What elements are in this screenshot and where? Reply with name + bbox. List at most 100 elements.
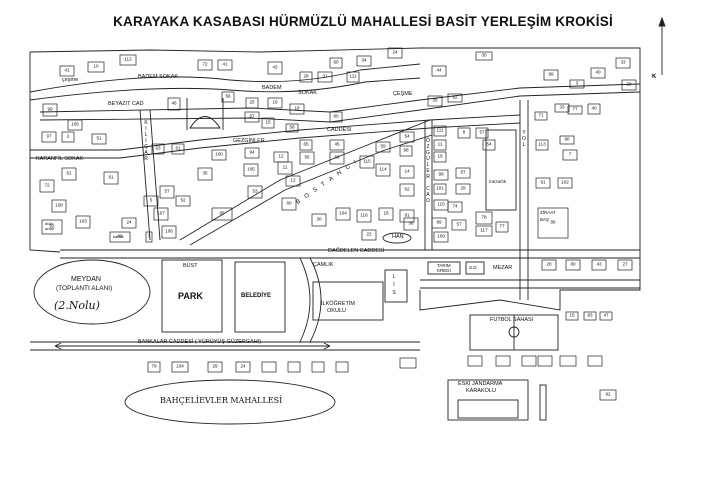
house-number: 86 (550, 219, 556, 225)
kahve-label: kahve (113, 234, 124, 239)
jandarma-label-2: KARAKOLU (466, 388, 496, 394)
house-number: 44 (436, 67, 442, 73)
house-number: 7 (147, 233, 151, 239)
house-number: 20 (626, 81, 632, 87)
house-number: 60 (286, 200, 292, 206)
park-block (161, 259, 223, 333)
district-boundary-left (29, 52, 61, 253)
house-number: 57 (249, 113, 255, 119)
house-number: 100 (215, 151, 223, 157)
han-marker (382, 232, 412, 244)
house-number: 24 (240, 363, 246, 369)
house-number: 16 (272, 99, 278, 105)
house-number: 54 (486, 141, 492, 147)
house-number: 78 (481, 214, 487, 220)
street-sokak: SOKAK (298, 90, 317, 96)
lise-block (384, 269, 408, 303)
map-title: KARAYAKA KASABASI HÜRMÜZLÜ MAHALLESİ BAS… (113, 14, 613, 29)
house-number: 112 (124, 56, 132, 62)
house-number: 77 (499, 223, 505, 229)
house-number: 89 (436, 219, 442, 225)
house-number: 8 (462, 129, 466, 135)
house-number: 105 (71, 121, 79, 127)
house-number: 111 (436, 127, 444, 133)
house-number: 56 (304, 154, 310, 160)
dukkan-label-2: anlar (45, 226, 54, 231)
house-number: 35 (202, 170, 208, 176)
house-number: 30 (316, 216, 322, 222)
house-number: 62 (404, 186, 410, 192)
mezarlik-block (485, 129, 517, 211)
house-number: 65 (219, 210, 225, 216)
house-number: 99 (548, 71, 554, 77)
house-number: 34 (361, 57, 367, 63)
house-number: 19 (437, 153, 443, 159)
house-number: 36 (408, 220, 414, 226)
house-number: 72 (44, 182, 50, 188)
house-number: 117 (480, 227, 488, 233)
house-number: 40 (595, 69, 601, 75)
house-number: 113 (538, 141, 546, 147)
house-number: 115 (437, 201, 445, 207)
house-number: 106 (165, 228, 173, 234)
cesme-right: ÇEŞME (393, 91, 413, 97)
futbol-label: FUTBOL SAHASI (490, 317, 534, 323)
house-number: 101 (436, 185, 444, 191)
house-number: 56 (225, 93, 231, 99)
house-number: 80 (570, 261, 576, 267)
house-number: 43 (596, 261, 602, 267)
house-number: 43 (272, 64, 278, 70)
okulu-label: OKULU (327, 308, 346, 314)
house-number: 40 (591, 105, 597, 111)
house-number: 46 (171, 100, 177, 106)
cesme-left: çeşme (62, 77, 79, 83)
house-number: 24 (392, 49, 398, 55)
house-number: 63 (155, 145, 161, 151)
belediye-block (234, 261, 286, 333)
north-label: K (652, 74, 657, 80)
house-number: 11 (437, 141, 443, 147)
house-number: 57 (456, 221, 462, 227)
house-number: 66 (334, 154, 340, 160)
house-number: 33 (620, 59, 626, 65)
house-number: 58 (289, 124, 295, 130)
bust-label: BÜST (183, 263, 198, 269)
house-number: 29 (460, 185, 466, 191)
house-number: 2 (66, 133, 70, 139)
house-number: 91 (540, 179, 546, 185)
school-block (312, 281, 384, 321)
house-number: 33 (559, 104, 565, 110)
house-number: 104 (176, 363, 184, 369)
house-number: 79 (151, 363, 157, 369)
house-number: 99 (47, 106, 53, 112)
house-number: 115 (363, 158, 371, 164)
house-number: 11 (282, 164, 288, 170)
house-number: 108 (55, 202, 63, 208)
house-number: 99 (438, 171, 444, 177)
street-ozguler: ÖZGÜLER CAD (425, 138, 431, 204)
house-number: 30 (481, 52, 487, 58)
ziraat-label-1: ZİRAAT (540, 210, 556, 215)
belediye-label: BELEDİYE (241, 293, 272, 299)
house-number: 104 (339, 210, 347, 216)
house-number: 109 (437, 233, 445, 239)
house-number: 18 (383, 210, 389, 216)
house-number: 27 (622, 261, 628, 267)
toplanti-label: (TOPLANTI ALANI) (56, 285, 113, 292)
house-number: 92 (49, 223, 55, 229)
house-number: 62 (452, 94, 458, 100)
house-number: 72 (202, 61, 208, 67)
ilkogretim-label: İLKÖĞRETİM (321, 301, 355, 307)
house-number: 107 (157, 210, 165, 216)
house-number: 90 (564, 136, 570, 142)
street-bankalar: BANKALAR CADDESİ ( YÜRÜYÜŞ GÜZERGAHI) (138, 339, 262, 345)
street-karanfil: KARANFİL SOKAK (36, 156, 84, 162)
house-number: 111 (349, 73, 357, 79)
iki-nolu-label: (2.Nolu) (54, 299, 100, 312)
house-number: 12 (278, 153, 284, 159)
sd-label: S.D (469, 265, 477, 270)
house-number: 41 (222, 61, 228, 67)
house-number: 7 (568, 151, 572, 157)
mezarlik-label: mezarlık (489, 179, 507, 184)
house-number: 10 (93, 63, 99, 69)
